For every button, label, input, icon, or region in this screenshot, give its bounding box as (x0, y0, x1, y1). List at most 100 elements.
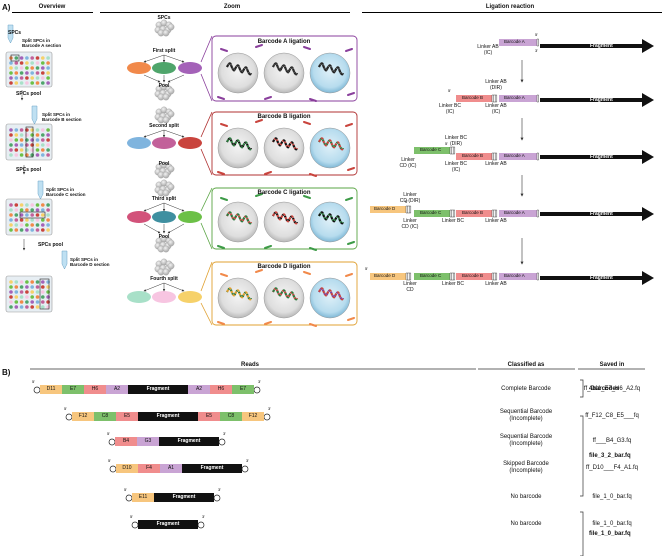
group-4barcodes: 4barcodes (589, 386, 620, 392)
read-barcode-segment: D10 (116, 464, 138, 473)
panel-a-label: A) (2, 3, 11, 12)
lig-end-label: 3' (535, 48, 538, 53)
read-barcode-segment: A2 (188, 385, 210, 394)
saved-in: file_1_0_bar.fq (592, 494, 632, 500)
lig-end-label: 5' (445, 141, 448, 146)
ligation-c-title: Barcode C ligation (257, 190, 311, 196)
read-barcode-segment: E5 (198, 412, 220, 421)
lig-barcode-c-1: Barcode C (420, 147, 442, 152)
ligation-d-title: Barcode D ligation (257, 264, 311, 270)
read-barcode-segment: C8 (220, 412, 242, 421)
saved-in: ff_F12_C8_E5___fq (585, 413, 639, 419)
lig-linker-bc-2: Linker BC (442, 281, 464, 287)
lig-linker-cd-ic-2: Linker CD (IC) (401, 218, 419, 230)
saved-in: ff___B4_G3.fq (592, 438, 632, 444)
lig-barcode-b-1: Barcode B (462, 95, 484, 100)
read-five-prime: 5' (64, 406, 67, 411)
read-fragment: Fragment (154, 493, 214, 502)
read-barcode-segment: E7 (232, 385, 254, 394)
overview-split-b: Split SPCs in Barcode B section (42, 112, 82, 122)
lig-linker-cd-ic-1: Linker CD (IC) (399, 157, 417, 169)
read-fragment: Fragment (182, 464, 242, 473)
overview-plates (5, 24, 68, 313)
zoom-fourth-split: Fourth split (150, 276, 178, 282)
lig-linker-bc-dir: Linker BC (DIR) (445, 135, 467, 147)
ligation-rule (362, 12, 662, 13)
overview-pool2: SPCs pool (16, 167, 42, 173)
zoom-balls (154, 19, 175, 276)
read-five-prime: 5' (124, 487, 127, 492)
read-barcode-segment: E11 (132, 493, 154, 502)
lig-barcode-a-5: Barcode A (504, 273, 525, 278)
ligation-header: Ligation reaction (485, 4, 535, 10)
overview-split-c: Split SPCs in Barcode C section (46, 187, 86, 197)
read-barcode-segment: F12 (242, 412, 264, 421)
read-fragment: Fragment (138, 412, 198, 421)
lig-barcode-b-3: Barcode B (462, 210, 484, 215)
zoom-pool2: Pool (158, 161, 170, 167)
plate-barcode-d (5, 275, 53, 313)
read-barcode-segment: F12 (72, 412, 94, 421)
saved-in: ff_D11_E7_H6_A2.fq (583, 386, 641, 392)
ligation-b-title: Barcode B ligation (257, 114, 311, 120)
read-three-prime: 3' (202, 514, 205, 519)
reads-header: Reads (240, 362, 260, 368)
read-barcode-segment: E5 (116, 412, 138, 421)
lig-fragment-4: Fragment (590, 211, 613, 217)
lig-barcode-b-4: Barcode B (462, 273, 484, 278)
zoom-first-split: First split (152, 48, 176, 54)
lig-linker-cd-dir: Linker CD (DIR) (399, 192, 421, 204)
read-five-prime: 5' (32, 379, 35, 384)
lig-linker-ab-ic-1: Linker AB (IC) (477, 44, 499, 56)
lig-fragment-2: Fragment (590, 97, 613, 103)
read-fragment: Fragment (159, 437, 219, 446)
lig-barcode-c-2: Barcode C (420, 210, 442, 215)
overview-header: Overview (38, 4, 66, 10)
group-file-1-0-bar: file_1_0_bar.fq (589, 531, 631, 537)
barcode-boxes (211, 35, 358, 327)
lig-linker-ab-3: Linker AB (485, 281, 507, 287)
lig-linker-ab-dir: Linker AB (DIR) (485, 79, 507, 91)
read-barcode-segment: C8 (94, 412, 116, 421)
zoom-ellipses (127, 62, 202, 303)
lig-barcode-a-3: Barcode A (504, 153, 525, 158)
read-barcode-segment: E7 (62, 385, 84, 394)
read-barcode-segment: D11 (40, 385, 62, 394)
lig-linker-cd: Linker CD (403, 281, 417, 293)
read-barcode-segment: B4 (115, 437, 137, 446)
zoom-spcs: SPCs (157, 15, 171, 21)
zoom-arrows (143, 54, 185, 292)
classified-header: Classified as (507, 362, 545, 368)
zoom-pool3: Pool (158, 234, 170, 240)
classified-as: Sequential Barcode (Incomplete) (499, 409, 553, 422)
read-three-prime: 3' (268, 406, 271, 411)
overview-pool1: SPCs pool (16, 91, 42, 97)
zoom-rule (100, 12, 350, 13)
group-brackets (580, 379, 584, 556)
read-three-prime: 3' (246, 458, 249, 463)
read-fragment: Fragment (128, 385, 188, 394)
lig-fragment-5: Fragment (590, 275, 613, 281)
read-barcode-segment: H6 (210, 385, 232, 394)
ligation-diagram (370, 38, 654, 285)
lig-fragment-1: Fragment (590, 43, 613, 49)
lig-linker-bc-1: Linker BC (442, 218, 464, 224)
lig-barcode-a-2: Barcode A (504, 95, 525, 100)
read-barcode-segment: F4 (138, 464, 160, 473)
overview-split-a: Split SPCs in Barcode A section (22, 38, 62, 48)
read-three-prime: 3' (218, 487, 221, 492)
lig-linker-bc-ic-2: Linker BC (IC) (445, 161, 467, 173)
classified-as: No barcode (510, 521, 542, 527)
saved-header: Saved in (599, 362, 625, 368)
lig-end-label: 5' (535, 32, 538, 37)
zoom-third-split: Third split (151, 196, 177, 202)
saved-in: file_1_0_bar.fq (592, 521, 632, 527)
lig-fragment-3: Fragment (590, 154, 613, 160)
lig-end-label: 5' (365, 266, 368, 271)
lig-barcode-d-2: Barcode D (374, 273, 396, 278)
overview-spcs-label: SPCs (8, 30, 22, 36)
plate-barcode-c (5, 198, 53, 236)
lig-barcode-a-1: Barcode A (504, 39, 525, 44)
read-barcode-segment: A2 (106, 385, 128, 394)
